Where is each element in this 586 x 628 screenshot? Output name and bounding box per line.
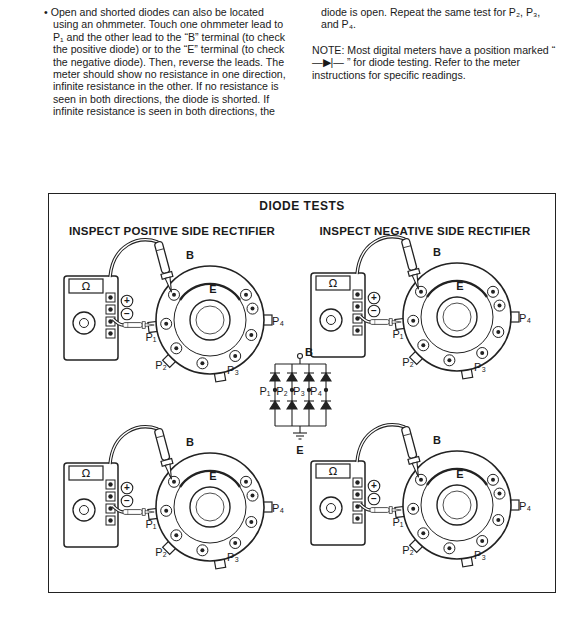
negative-test-setup [311, 237, 519, 379]
frame-title: DIODE TESTS [49, 199, 555, 213]
terminal-label: P₃ [227, 552, 239, 563]
schematic-label: B [305, 347, 313, 358]
terminal-label: P₄ [272, 503, 284, 514]
meter-scale-symbol: Ω [82, 281, 90, 292]
terminal-label: B [433, 247, 441, 258]
negative-test-setup [311, 425, 519, 567]
terminal-label: P₃ [474, 550, 486, 561]
positive-test-setup [64, 240, 272, 382]
terminal-label: E [209, 284, 216, 295]
polarity-mark: − [371, 494, 377, 504]
schematic-label: P₃ [293, 386, 305, 397]
schematic-label: E [296, 445, 303, 456]
terminal-label: P₁ [392, 517, 403, 528]
positive-test-setup [64, 427, 272, 569]
terminal-label: B [186, 250, 194, 261]
schematic-label: P₁ [259, 386, 270, 397]
meter-scale-symbol: Ω [329, 466, 337, 477]
terminal-label: B [433, 435, 441, 446]
terminal-label: P₁ [145, 332, 156, 343]
terminal-label: P₄ [519, 313, 531, 324]
polarity-mark: + [371, 293, 377, 303]
terminal-label: P₁ [392, 329, 403, 340]
terminal-label: P₃ [227, 365, 239, 376]
polarity-mark: + [124, 296, 130, 306]
terminal-label: E [456, 281, 463, 292]
terminal-label: P₂ [155, 547, 167, 558]
terminal-label: P₂ [402, 357, 414, 368]
terminal-label: P₄ [272, 316, 284, 327]
schematic-label: P₂ [276, 386, 288, 397]
terminal-label: P₂ [402, 545, 414, 556]
polarity-mark: − [124, 496, 130, 506]
terminal-label: P₄ [519, 501, 531, 512]
polarity-mark: − [124, 309, 130, 319]
terminal-label: B [186, 437, 194, 448]
section-heading: INSPECT POSITIVE SIDE RECTIFIER [69, 226, 275, 238]
terminal-label: E [456, 469, 463, 480]
polarity-mark: − [371, 306, 377, 316]
meter-scale-symbol: Ω [329, 278, 337, 289]
meter-scale-symbol: Ω [82, 468, 90, 479]
note-text: NOTE: Most digital meters have a positio… [312, 44, 558, 81]
terminal-label: E [209, 471, 216, 482]
terminal-label: P₃ [474, 362, 486, 373]
rectifier-schematic [270, 354, 331, 440]
polarity-mark: + [371, 481, 377, 491]
terminal-label: P₁ [145, 519, 156, 530]
terminal-label: P₂ [155, 360, 167, 371]
section-heading: INSPECT NEGATIVE SIDE RECTIFIER [319, 226, 530, 238]
text-columns: • Open and shorted diodes can also be lo… [44, 6, 558, 122]
polarity-mark: + [124, 483, 130, 493]
schematic-label: P₄ [310, 386, 322, 397]
